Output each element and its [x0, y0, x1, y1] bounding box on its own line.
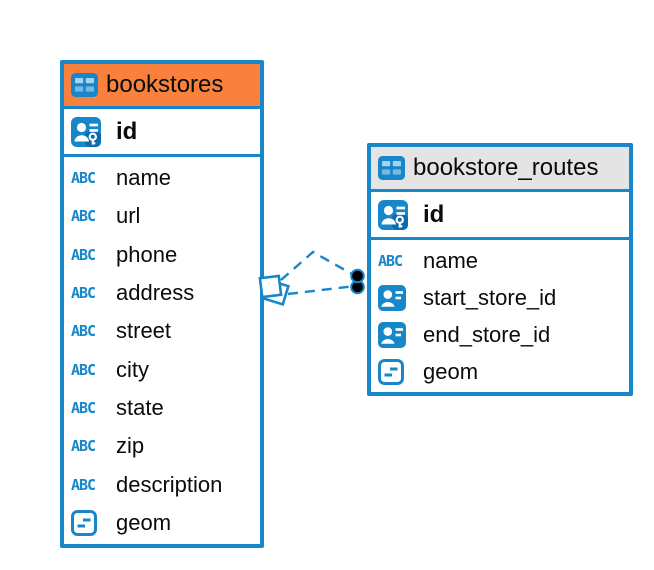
column-name: address — [116, 280, 195, 306]
column-row[interactable]: ABC zip — [64, 427, 260, 465]
primary-key-user-icon — [71, 116, 107, 147]
table-title: bookstore_routes — [413, 154, 599, 181]
text-type-icon: ABC — [71, 437, 96, 456]
column-name: name — [116, 165, 172, 191]
foreign-key-user-icon — [378, 284, 414, 311]
text-type-icon: ABC — [71, 475, 96, 494]
column-name: end_store_id — [423, 321, 551, 347]
primary-key-row[interactable]: id — [64, 109, 260, 157]
column-name: state — [116, 394, 164, 420]
column-row[interactable]: ABC city — [64, 350, 260, 388]
relationship-line-upper[interactable] — [280, 250, 353, 281]
text-type-icon: ABC — [71, 322, 96, 341]
column-row[interactable]: ABC name — [64, 159, 260, 197]
column-row[interactable]: ABC address — [64, 274, 260, 312]
column-row[interactable]: geom — [64, 504, 260, 542]
table-bookstore-routes[interactable]: bookstore_routes id ABC name start_store… — [367, 143, 633, 396]
table-bookstores-header[interactable]: bookstores — [64, 64, 260, 109]
text-type-icon: ABC — [378, 251, 403, 270]
geometry-type-icon — [71, 509, 107, 536]
primary-key-row[interactable]: id — [371, 192, 629, 240]
column-row[interactable]: ABC name — [371, 242, 629, 279]
geometry-type-icon — [378, 358, 414, 385]
table-grid-icon — [71, 73, 98, 97]
column-name: name — [423, 247, 479, 273]
column-name: geom — [116, 509, 172, 535]
column-name: street — [116, 318, 172, 344]
column-row[interactable]: geom — [371, 353, 629, 390]
column-name: url — [116, 203, 141, 229]
text-type-icon: ABC — [71, 398, 96, 417]
columns-list: ABC name start_store_id end_store_id geo… — [371, 240, 629, 392]
table-bookstore-routes-header[interactable]: bookstore_routes — [371, 147, 629, 192]
primary-key-name: id — [116, 117, 138, 145]
relationship-dot-marker[interactable] — [350, 268, 365, 295]
text-type-icon: ABC — [71, 169, 96, 188]
text-type-icon: ABC — [71, 245, 96, 264]
primary-key-name: id — [423, 200, 445, 228]
column-row[interactable]: ABC description — [64, 465, 260, 503]
table-grid-icon — [378, 156, 405, 180]
text-type-icon: ABC — [71, 284, 96, 303]
column-name: description — [116, 471, 223, 497]
column-row[interactable]: ABC url — [64, 197, 260, 235]
relationship-squares-marker[interactable] — [258, 274, 290, 306]
table-title: bookstores — [106, 71, 224, 98]
relationship-line-lower[interactable] — [287, 285, 352, 296]
column-name: city — [116, 356, 149, 382]
text-type-icon: ABC — [71, 207, 96, 226]
primary-key-user-icon — [378, 199, 414, 230]
column-row[interactable]: ABC phone — [64, 236, 260, 274]
column-name: zip — [116, 433, 145, 459]
foreign-key-user-icon — [378, 321, 414, 348]
column-row[interactable]: start_store_id — [371, 279, 629, 316]
columns-list: ABC name ABC url ABC phone ABC address A… — [64, 157, 260, 544]
column-name: phone — [116, 241, 178, 267]
table-bookstores[interactable]: bookstores id ABC name ABC url ABC phone… — [60, 60, 264, 548]
column-row[interactable]: end_store_id — [371, 316, 629, 353]
column-row[interactable]: ABC street — [64, 312, 260, 350]
column-name: start_store_id — [423, 284, 557, 310]
text-type-icon: ABC — [71, 360, 96, 379]
column-name: geom — [423, 358, 479, 384]
column-row[interactable]: ABC state — [64, 389, 260, 427]
